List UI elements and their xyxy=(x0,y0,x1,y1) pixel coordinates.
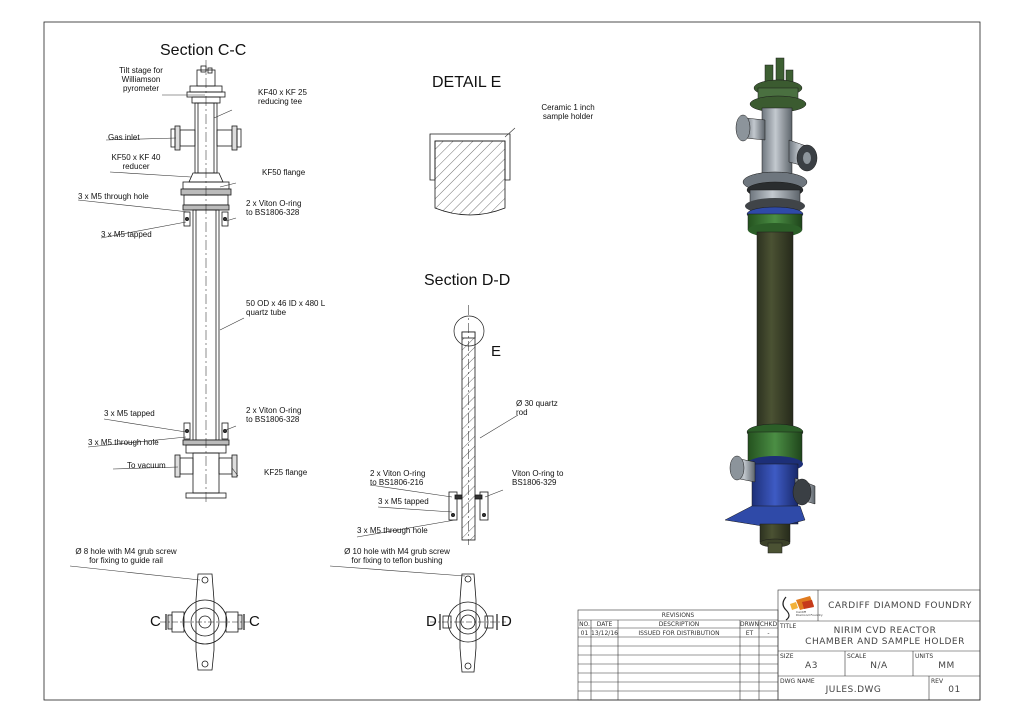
label-ceramic-holder: Ceramic 1 inch sample holder xyxy=(541,103,595,121)
label-tapped-top: 3 x M5 tapped xyxy=(101,230,152,239)
detail-e-marker: E xyxy=(491,343,502,360)
rev-header-description: DESCRIPTION xyxy=(658,621,700,628)
rev-header-date: DATE xyxy=(596,621,613,628)
detail-e-drawing xyxy=(429,127,516,216)
sheet-border xyxy=(43,21,981,701)
section-cc-drawing xyxy=(170,60,242,505)
rev-value: 01 xyxy=(948,685,961,695)
label-quartz-tube: 50 OD x 46 ID x 480 L quartz tube xyxy=(246,299,326,317)
label-tilt-stage: Tilt stage for Williamson pyrometer xyxy=(119,66,163,93)
label-through-hole-bottom: 3 x M5 through hole xyxy=(88,438,159,447)
rev-header-drwn: DRWN xyxy=(740,621,759,628)
title-label: TITLE xyxy=(780,623,797,630)
units-label: UNITS xyxy=(915,653,934,660)
label-kf50-flange: KF50 flange xyxy=(262,168,306,177)
rev-header-no: NO. xyxy=(579,621,590,628)
plan-c-right-marker: C xyxy=(249,613,260,630)
size-label: SIZE xyxy=(780,653,794,660)
rev-row-date: 13/12/16 xyxy=(591,630,618,637)
label-oring-top: 2 x Viton O-ring to BS1806-328 xyxy=(246,199,302,217)
label-through-hole-top: 3 x M5 through hole xyxy=(78,192,149,201)
logo-text: Cardiff Diamond Foundry xyxy=(796,610,823,617)
label-plan-d-note: Ø 10 hole with M4 grub screw for fixing … xyxy=(344,547,450,565)
label-kf-reducer: KF50 x KF 40 reducer xyxy=(111,153,161,171)
label-gas-inlet: Gas inlet xyxy=(108,133,140,142)
rev-row-chkd: - xyxy=(767,630,770,637)
rev-row-description: ISSUED FOR DISTRIBUTION xyxy=(638,630,720,637)
rev-row-no: 01 xyxy=(580,630,589,637)
size-value: A3 xyxy=(805,661,818,671)
revisions-title: REVISIONS xyxy=(661,612,695,619)
drawing-title-line1: NIRIM CVD REACTOR xyxy=(833,626,937,636)
scale-value: N/A xyxy=(870,661,888,671)
section-cc-leaders xyxy=(77,94,245,477)
label-oring-bottom: 2 x Viton O-ring to BS1806-328 xyxy=(246,406,302,424)
label-reducing-tee: KF40 x KF 25 reducing tee xyxy=(258,88,307,106)
label-tapped-bottom: 3 x M5 tapped xyxy=(104,409,155,418)
reactor-3d-render xyxy=(724,57,818,554)
company-logo xyxy=(782,596,814,621)
dwg-name-label: DWG NAME xyxy=(780,678,815,685)
plan-c-left-marker: C xyxy=(150,613,161,630)
plan-view-d xyxy=(329,565,506,673)
plan-d-left-marker: D xyxy=(426,613,437,630)
label-to-vacuum: To vacuum xyxy=(127,461,166,470)
label-quartz-rod: Ø 30 quartz rod xyxy=(516,399,558,417)
dwg-name-value: JULES.DWG xyxy=(825,685,882,695)
detail-e-title: DETAIL E xyxy=(432,74,502,91)
rev-row-drwn: ET xyxy=(745,630,754,637)
section-dd-leaders xyxy=(356,414,519,538)
label-oring-329: Viton O-ring to BS1806-329 xyxy=(512,469,564,487)
rev-header-chkd: CHKD xyxy=(759,621,778,628)
scale-label: SCALE xyxy=(847,653,867,660)
plan-view-c xyxy=(69,565,250,671)
label-dd-through-hole: 3 x M5 through hole xyxy=(357,526,428,535)
plan-d-right-marker: D xyxy=(501,613,512,630)
drawing-title-line2: CHAMBER AND SAMPLE HOLDER xyxy=(805,637,965,647)
section-dd-title: Section D-D xyxy=(424,272,511,289)
label-oring-216: 2 x Viton O-ring to BS1806-216 xyxy=(370,469,426,487)
company-name: CARDIFF DIAMOND FOUNDRY xyxy=(828,601,972,611)
units-value: MM xyxy=(938,661,955,671)
label-dd-tapped: 3 x M5 tapped xyxy=(378,497,429,506)
title-block-grid xyxy=(777,589,981,701)
rev-label: REV xyxy=(931,678,944,685)
label-kf25-flange: KF25 flange xyxy=(264,468,308,477)
label-plan-c-note: Ø 8 hole with M4 grub screw for fixing t… xyxy=(75,547,177,565)
section-dd-drawing xyxy=(448,305,489,545)
section-cc-title: Section C-C xyxy=(160,42,247,59)
